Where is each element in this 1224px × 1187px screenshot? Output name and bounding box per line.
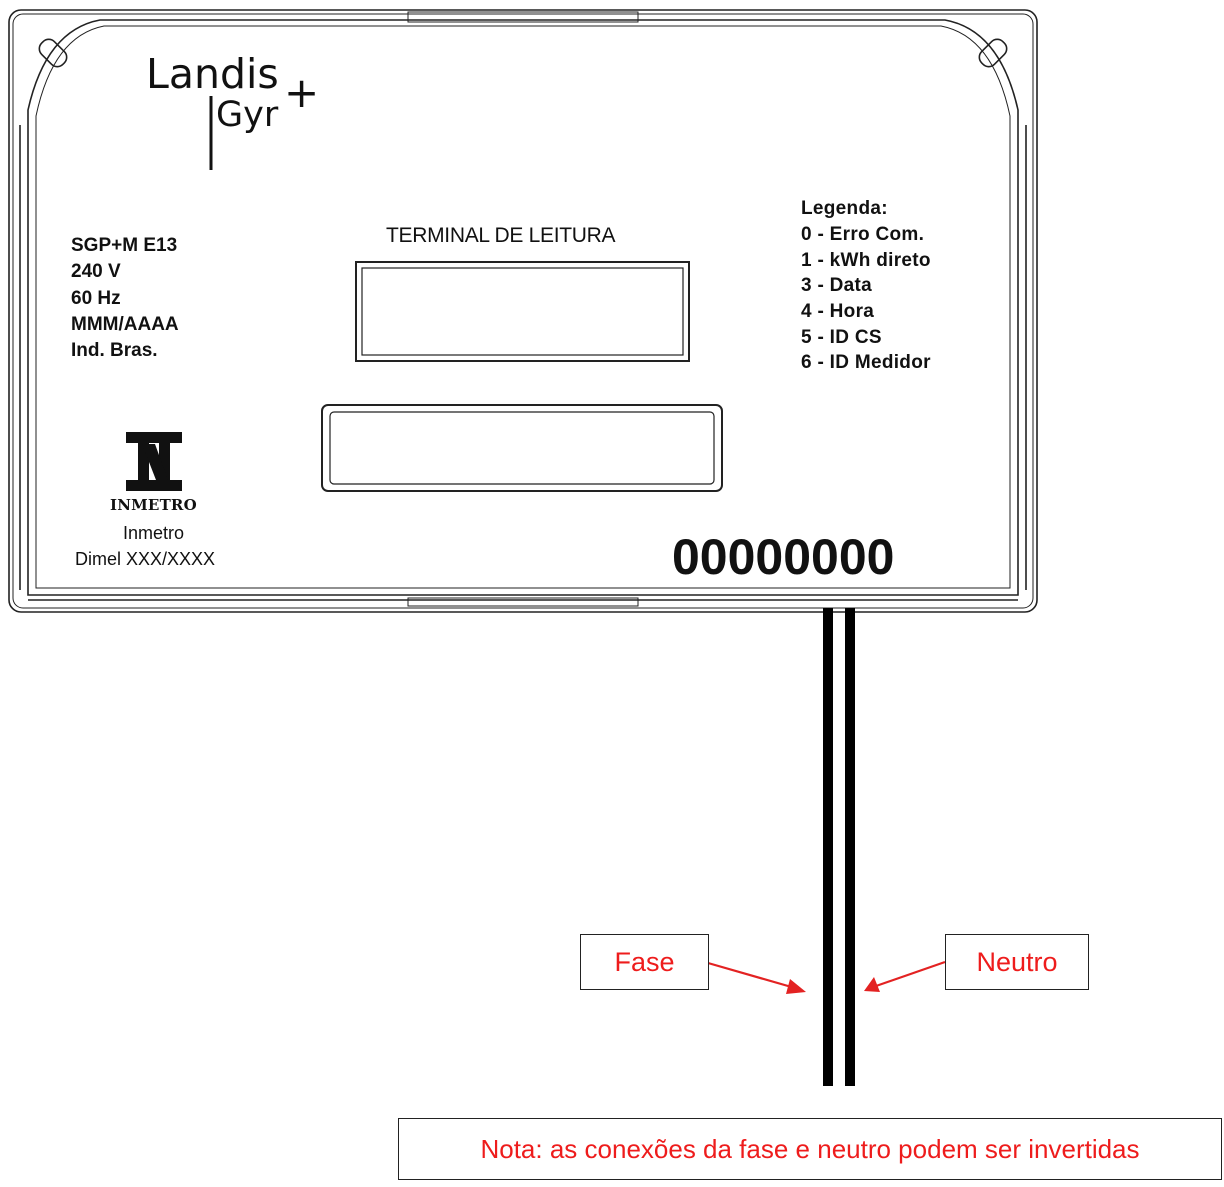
legend-item: 5 - ID CS (801, 327, 882, 348)
serial-number: 00000000 (672, 529, 895, 585)
inmetro-logo-text: INMETRO (110, 496, 197, 514)
legend-item: 6 - ID Medidor (801, 352, 931, 373)
legend-item: 4 - Hora (801, 301, 875, 322)
note-box: Nota: as conexões da fase e neutro podem… (398, 1118, 1222, 1180)
terminal-label: TERMINAL DE LEITURA (386, 224, 616, 247)
legend-title: Legenda: (801, 198, 888, 219)
optical-port-window (321, 404, 723, 492)
callout-fase: Fase (580, 934, 709, 990)
wire-neutro (845, 608, 855, 1086)
display-window (355, 261, 690, 362)
brand-gyr: Gyr (216, 95, 279, 135)
callout-neutro: Neutro (945, 934, 1089, 990)
meter-housing (8, 9, 1038, 613)
mounting-hole-left (38, 38, 68, 68)
arrow-neutro (864, 960, 946, 992)
legend-item: 1 - kWh direto (801, 250, 931, 271)
wire-fase (823, 608, 833, 1086)
cert-dimel: Dimel XXX/XXXX (75, 549, 216, 569)
spec-model: SGP+M E13 (71, 235, 178, 256)
legend-item: 3 - Data (801, 275, 873, 296)
cert-inmetro: Inmetro (123, 523, 185, 543)
brand-plus: + (284, 68, 320, 117)
spec-date: MMM/AAAA (71, 314, 179, 335)
arrow-fase (707, 961, 806, 994)
spec-frequency: 60 Hz (71, 288, 121, 309)
mounting-hole-right (978, 38, 1008, 68)
wires (823, 608, 855, 1086)
spec-origin: Ind. Bras. (71, 340, 158, 361)
inmetro-logo-icon (126, 432, 182, 491)
brand-landis: Landis (146, 50, 279, 98)
spec-voltage: 240 V (71, 261, 121, 282)
legend-item: 0 - Erro Com. (801, 224, 925, 245)
